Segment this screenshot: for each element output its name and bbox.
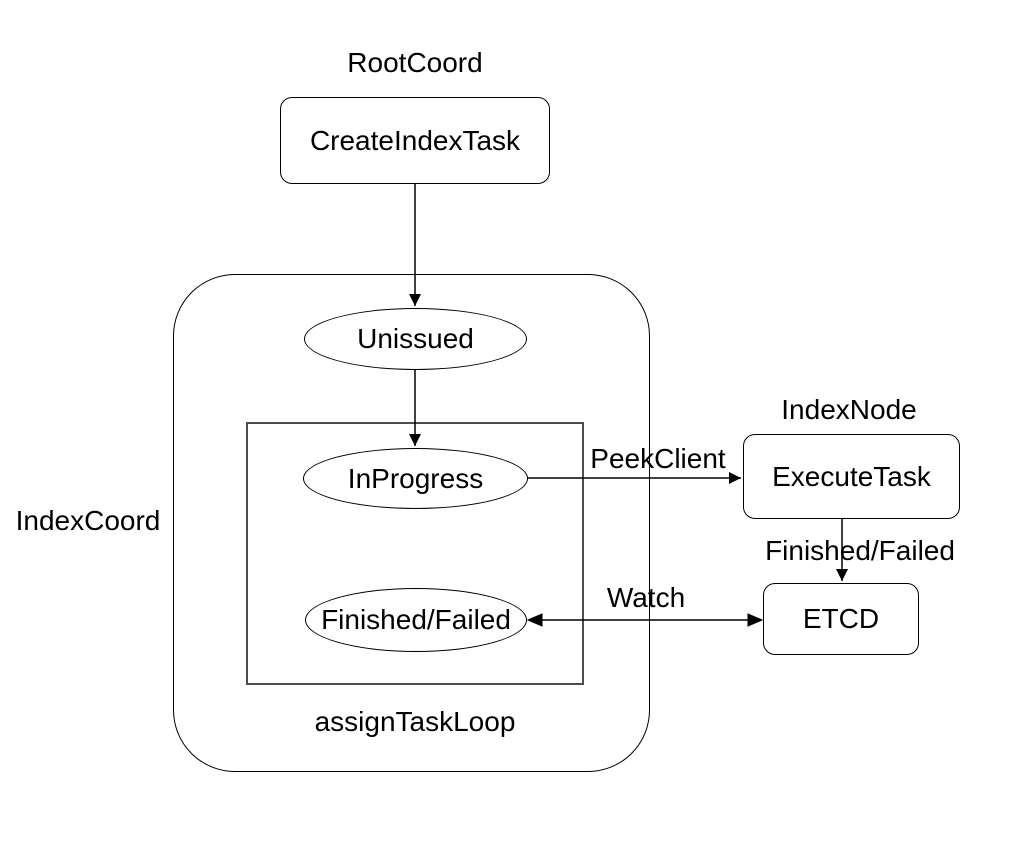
finished-failed-label: Finished/Failed bbox=[321, 604, 511, 635]
index-coord-group-label: IndexCoord bbox=[15, 505, 161, 536]
edge-watch-arrowhead-right bbox=[747, 613, 764, 627]
execute-task-label: ExecuteTask bbox=[772, 460, 931, 492]
finished-failed-state-node: Finished/Failed bbox=[305, 588, 527, 652]
in-progress-state-node: InProgress bbox=[303, 448, 528, 509]
execute-task-node: ExecuteTask bbox=[743, 434, 960, 519]
create-index-task-node: CreateIndexTask bbox=[280, 97, 550, 184]
watch-edge-label: Watch bbox=[606, 582, 686, 613]
unissued-state-node: Unissued bbox=[304, 308, 527, 370]
assign-task-loop-label: assignTaskLoop bbox=[314, 706, 516, 737]
root-coord-group-label: RootCoord bbox=[347, 47, 483, 78]
index-coord-container bbox=[173, 274, 650, 772]
unissued-label: Unissued bbox=[357, 323, 474, 354]
index-node-group-label: IndexNode bbox=[781, 394, 917, 425]
in-progress-label: InProgress bbox=[347, 462, 484, 494]
etcd-node: ETCD bbox=[763, 583, 919, 655]
etcd-label: ETCD bbox=[802, 603, 880, 634]
peek-client-edge-label: PeekClient bbox=[590, 443, 726, 474]
create-index-task-label: CreateIndexTask bbox=[309, 124, 521, 156]
finished-failed-edge-label: Finished/Failed bbox=[765, 535, 955, 566]
